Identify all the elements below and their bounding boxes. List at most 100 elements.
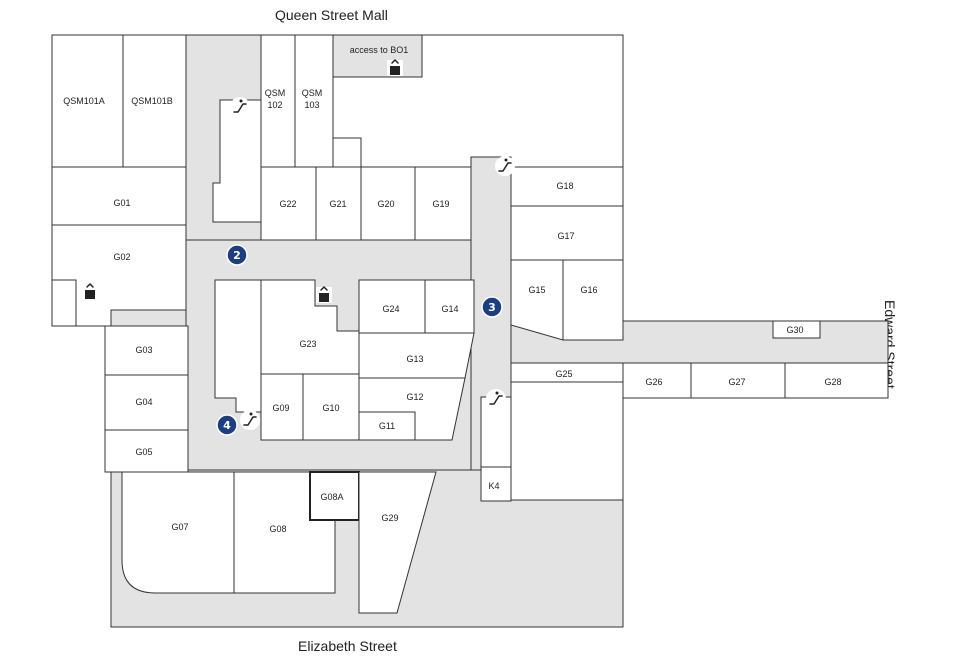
shop-g22[interactable] [260, 166, 317, 241]
street-label-elizabeth-street: Elizabeth Street [298, 638, 397, 654]
label-qsm102-line1: QSM [265, 88, 286, 98]
label-g09: G09 [272, 403, 289, 413]
lift-icon-body [85, 290, 95, 299]
label-g08a: G08A [320, 492, 343, 502]
shop-g14[interactable] [424, 279, 475, 334]
escalator-icon-path [498, 162, 512, 172]
label-g29: G29 [381, 513, 398, 523]
label-qsm101b: QSM101B [131, 96, 173, 106]
shop-g16[interactable] [562, 259, 624, 341]
label-g10: G10 [322, 403, 339, 413]
label-g17: G17 [557, 231, 574, 241]
shop-g28[interactable] [784, 362, 889, 399]
escalator-icon[interactable] [240, 410, 260, 430]
marker-3-circle [481, 296, 503, 318]
escalator-icon-head [495, 391, 499, 395]
marker-4-circle [216, 414, 238, 436]
label-g12: G12 [406, 392, 423, 402]
shop-g04[interactable] [104, 374, 189, 431]
shop-g17[interactable] [510, 205, 624, 261]
label-g28: G28 [824, 377, 841, 387]
escalator-icon[interactable] [486, 389, 506, 409]
lift-icon[interactable] [82, 283, 98, 300]
label-g05: G05 [135, 447, 152, 457]
shop-g24[interactable] [358, 279, 426, 334]
lift-icon[interactable] [316, 286, 332, 303]
shop-g03[interactable] [104, 325, 189, 376]
marker-3[interactable]: 3 [481, 296, 503, 318]
label-qsm103-line2: 103 [304, 100, 319, 110]
label-g20: G20 [377, 199, 394, 209]
shop-g29[interactable] [358, 471, 437, 614]
lift-icon-arrow [320, 286, 328, 291]
label-g26: G26 [645, 377, 662, 387]
shop-g01[interactable] [51, 166, 187, 226]
label-qsm101a: QSM101A [63, 96, 105, 106]
escalator-icon-head [249, 412, 253, 416]
shop-qsm101b[interactable] [122, 34, 187, 168]
shop-g11[interactable] [358, 411, 416, 441]
escalator-icon-path [233, 103, 247, 113]
shop-qsm103[interactable] [294, 34, 334, 168]
marker-4[interactable]: 4 [216, 414, 238, 436]
shop-g27[interactable] [690, 362, 786, 399]
label-g27: G27 [728, 377, 745, 387]
label-g02: G02 [113, 252, 130, 262]
label-g13: G13 [406, 354, 423, 364]
lift-icon-body [319, 293, 329, 302]
shop-g05[interactable] [104, 429, 189, 473]
escalator-icon-path [243, 416, 257, 426]
lift-icon[interactable] [387, 59, 403, 76]
shop-g20[interactable] [360, 166, 416, 241]
shop-k4[interactable] [480, 466, 512, 502]
label-g16: G16 [580, 285, 597, 295]
escalator-icon[interactable] [230, 97, 250, 117]
label-g23: G23 [299, 339, 316, 349]
label-g25: G25 [555, 369, 572, 379]
shop-g30[interactable] [772, 320, 821, 339]
label-qsm103-line1: QSM [302, 88, 323, 98]
lift-icon-arrow [391, 59, 399, 64]
shop-g07[interactable] [121, 471, 235, 594]
access-bo1-area [332, 34, 423, 78]
unit-north-block [332, 34, 624, 168]
shop-qsm101a[interactable] [51, 34, 124, 168]
escalator-icon-path [489, 395, 503, 405]
label-g21: G21 [329, 199, 346, 209]
label-g14: G14 [441, 304, 458, 314]
marker-4-label: 4 [223, 419, 231, 432]
unit-east-block [510, 381, 624, 501]
label-qsm102-line2: 102 [267, 100, 282, 110]
escalator-icon-head [504, 158, 508, 162]
lift-icon-body [390, 66, 400, 75]
street-label-queen-street-mall: Queen Street Mall [275, 7, 388, 23]
shop-g08a[interactable] [309, 471, 360, 521]
shop-g02-annex [51, 279, 77, 327]
label-g24: G24 [382, 304, 399, 314]
shop-g19[interactable] [414, 166, 472, 241]
marker-2-circle [226, 244, 248, 266]
shop-g10[interactable] [302, 373, 360, 441]
label-g04: G04 [135, 397, 152, 407]
label-access-bo1: access to BO1 [350, 45, 409, 55]
label-g15: G15 [528, 285, 545, 295]
unit-central-west [214, 279, 262, 413]
marker-3-label: 3 [488, 301, 496, 314]
shop-labels: QSM101A QSM101B QSM 102 QSM 103 access t… [63, 45, 841, 534]
marker-2[interactable]: 2 [226, 244, 248, 266]
label-g07: G07 [171, 522, 188, 532]
escalator-icon-head [239, 99, 243, 103]
label-g18: G18 [556, 181, 573, 191]
lift-icon-arrow [86, 283, 94, 288]
label-k4: K4 [488, 481, 499, 491]
shop-g18[interactable] [510, 166, 624, 207]
label-g19: G19 [432, 199, 449, 209]
escalator-icon[interactable] [495, 156, 515, 176]
label-g01: G01 [113, 198, 130, 208]
label-g30: G30 [786, 325, 803, 335]
label-g03: G03 [135, 345, 152, 355]
shop-g21[interactable] [315, 166, 362, 241]
unit-west-column [212, 99, 262, 223]
label-g22: G22 [279, 199, 296, 209]
